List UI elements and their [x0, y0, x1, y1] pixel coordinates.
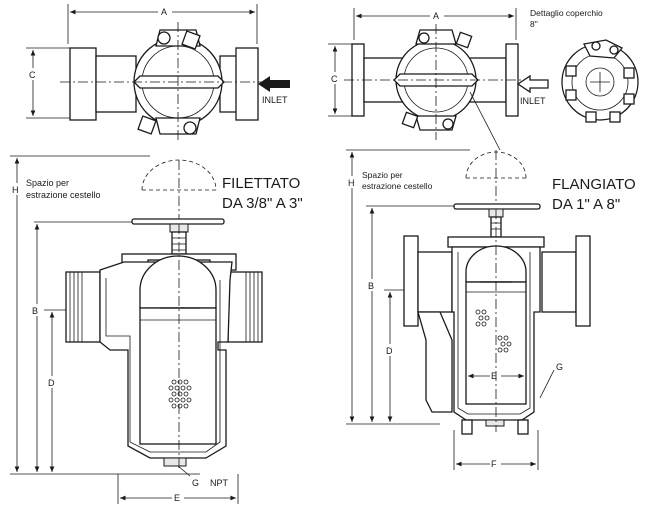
left-npt-label: NPT [210, 478, 229, 488]
right-dim-label-e: E [491, 371, 497, 381]
left-inlet-label: INLET [262, 95, 288, 105]
right-space-line2: estrazione cestello [362, 181, 433, 191]
left-top-view: A C INLET [26, 4, 290, 142]
right-title-line1: FLANGIATO [552, 176, 636, 193]
left-elevation: H Spazio per estrazione cestello B D [10, 155, 303, 504]
dim-label-c: C [29, 70, 36, 80]
left-space-line2: estrazione cestello [26, 190, 101, 200]
right-basket-perforations [475, 309, 512, 353]
dim-label-a: A [161, 7, 167, 17]
right-dim-label-c: C [331, 74, 338, 84]
detail-label-line2: 8" [530, 19, 538, 29]
left-title-line1: FILETTATO [222, 175, 300, 192]
left-space-line1: Spazio per [26, 178, 69, 188]
detail-label-line1: Dettaglio coperchio [530, 8, 603, 18]
dim-label-f: F [491, 459, 497, 469]
right-title-line2: DA 1" A 8" [552, 196, 620, 213]
left-title-line2: DA 3/8" A 3" [222, 195, 303, 212]
right-space-line1: Spazio per [362, 170, 403, 180]
dim-label-b: B [32, 306, 38, 316]
left-basket-perforations [168, 379, 192, 409]
right-dim-label-d: D [386, 346, 393, 356]
right-dim-label-h: H [348, 178, 355, 188]
right-g-label: G [556, 362, 563, 372]
right-dim-label-a: A [433, 11, 439, 21]
detail-cover-8in [561, 39, 639, 123]
dim-label-e: E [174, 493, 180, 503]
right-elevation: H Spazio per estrazione cestello B D [346, 149, 636, 470]
dim-label-d: D [48, 378, 55, 388]
right-dim-label-b: B [368, 281, 374, 291]
right-top-view: A C INLET [328, 8, 639, 151]
right-inlet-label: INLET [520, 96, 546, 106]
dim-label-h: H [12, 185, 19, 195]
left-g-label: G [192, 478, 199, 488]
